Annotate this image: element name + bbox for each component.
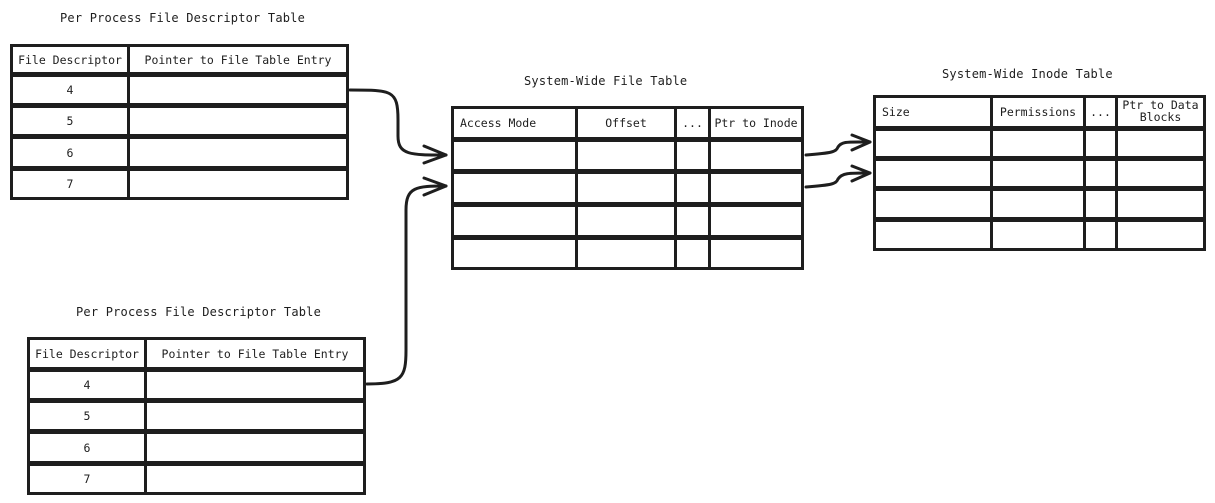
file-table-cell: [708, 204, 804, 238]
file-table-cell: [575, 237, 677, 270]
inode-table-cell: [1115, 188, 1206, 220]
file-table-header-access-mode: Access Mode: [451, 106, 578, 140]
file-table-cell: [451, 171, 578, 205]
fd-table-1-row-fd: 6: [10, 136, 130, 169]
arrow-head-icon: [850, 164, 872, 183]
file-table-cell: [575, 171, 677, 205]
file-table-header-ellipsis: ...: [674, 106, 711, 140]
inode-table-title: System-Wide Inode Table: [942, 67, 1113, 81]
fd-table-2-row-pointer: [144, 431, 366, 464]
file-table-cell: [708, 237, 804, 270]
fd-table-1-row-fd: 4: [10, 74, 130, 106]
inode-table-cell: [1115, 158, 1206, 189]
inode-table-header-ellipsis: ...: [1083, 95, 1118, 129]
fd-table-2-row-fd: 4: [27, 369, 147, 401]
arrow-file-to-inode-2: [804, 171, 872, 189]
fd-table-2-row-pointer: [144, 369, 366, 401]
inode-table-header-ptr-data-blocks: Ptr to Data Blocks: [1115, 95, 1206, 129]
fd-table-2-row-fd: 6: [27, 431, 147, 464]
inode-table-cell: [873, 158, 993, 189]
file-table-cell: [674, 237, 711, 270]
file-table-cell: [708, 139, 804, 172]
file-table-cell: [575, 139, 677, 172]
fd-table-1-row-pointer: [127, 74, 349, 106]
fd-table-1-row-fd: 5: [10, 105, 130, 137]
inode-table-cell: [873, 128, 993, 159]
fd-table-2-row-pointer: [144, 463, 366, 495]
fd-table-1-header-descriptor: File Descriptor: [10, 44, 130, 75]
inode-table-header-permissions: Permissions: [990, 95, 1086, 129]
inode-table-cell: [990, 219, 1086, 251]
arrow-fd1-to-file-table: [348, 88, 448, 157]
file-table-cell: [674, 171, 711, 205]
fd-table-2-row-pointer: [144, 400, 366, 432]
file-table-header-offset: Offset: [575, 106, 677, 140]
fd-table-2-header-pointer: Pointer to File Table Entry: [144, 337, 366, 370]
inode-table-cell: [1115, 219, 1206, 251]
inode-table-cell: [1083, 188, 1118, 220]
fd-table-2-header-descriptor: File Descriptor: [27, 337, 147, 370]
inode-table-cell: [990, 128, 1086, 159]
fd-table-2-row-fd: 7: [27, 463, 147, 495]
inode-table-cell: [990, 158, 1086, 189]
inode-table-cell: [873, 219, 993, 251]
fd-table-1-row-pointer: [127, 136, 349, 169]
fd-table-1-row-pointer: [127, 168, 349, 200]
fd-table-2-title: Per Process File Descriptor Table: [76, 305, 322, 319]
fd-table-1-row-pointer: [127, 105, 349, 137]
fd-table-2-row-fd: 5: [27, 400, 147, 432]
inode-table-header-size: Size: [873, 95, 993, 129]
file-table-cell: [451, 139, 578, 172]
file-table-cell: [575, 204, 677, 238]
fd-table-1-row-fd: 7: [10, 168, 130, 200]
file-table-cell: [451, 237, 578, 270]
inode-table-cell: [1115, 128, 1206, 159]
file-table-cell: [674, 139, 711, 172]
arrow-head-icon: [422, 144, 448, 165]
file-table-cell: [451, 204, 578, 238]
fd-table-1-header-pointer: Pointer to File Table Entry: [127, 44, 349, 75]
arrow-head-icon: [850, 133, 872, 152]
inode-table-cell: [1083, 158, 1118, 189]
inode-table-cell: [990, 188, 1086, 220]
arrow-head-icon: [422, 176, 448, 197]
file-table-cell: [708, 171, 804, 205]
file-table-cell: [674, 204, 711, 238]
inode-table-cell: [1083, 128, 1118, 159]
file-table-title: System-Wide File Table: [524, 74, 688, 88]
file-table-header-ptr-inode: Ptr to Inode: [708, 106, 804, 140]
arrow-fd2-to-file-table: [365, 184, 448, 386]
arrow-file-to-inode-1: [804, 140, 872, 157]
inode-table-cell: [1083, 219, 1118, 251]
inode-table-cell: [873, 188, 993, 220]
fd-table-1-title: Per Process File Descriptor Table: [60, 11, 306, 25]
